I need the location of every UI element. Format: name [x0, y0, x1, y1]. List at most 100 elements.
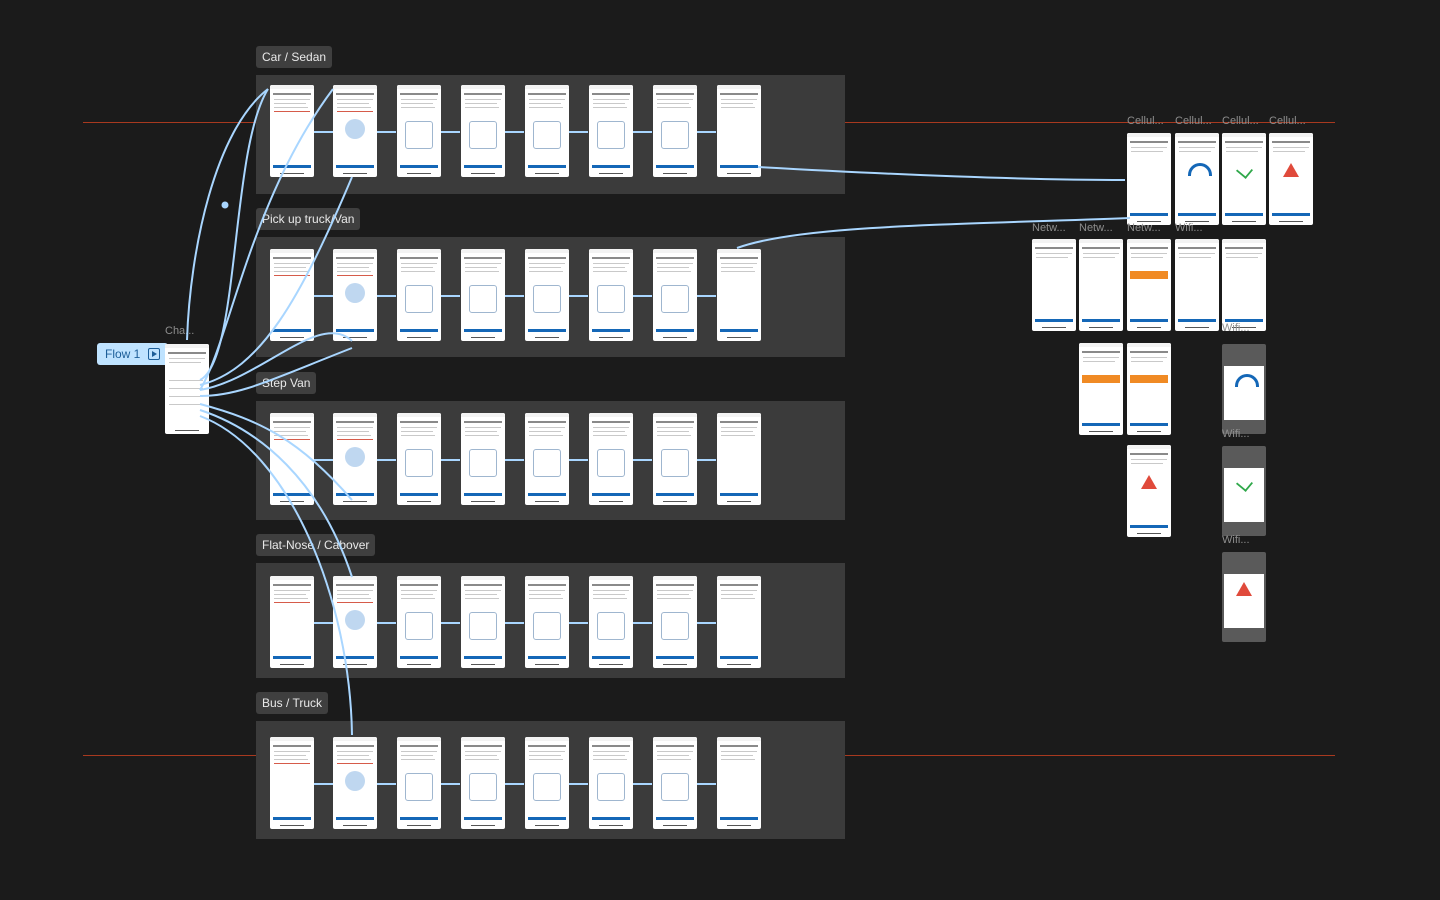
frame-connector — [441, 131, 460, 133]
frame-connector — [314, 622, 333, 624]
network-frame[interactable] — [1175, 239, 1219, 331]
screen-frame[interactable] — [717, 249, 761, 341]
frame-label: Cellul... — [1269, 115, 1306, 127]
cellular-frame[interactable] — [1127, 133, 1171, 225]
network-frame[interactable] — [1127, 239, 1171, 331]
vehicle-type-frame[interactable] — [165, 344, 209, 434]
screen-frame[interactable] — [653, 576, 697, 668]
frame-connector — [633, 622, 652, 624]
frame-connector — [377, 131, 396, 133]
network-frame[interactable] — [1222, 239, 1266, 331]
screen-frame[interactable] — [525, 576, 569, 668]
screen-frame[interactable] — [461, 576, 505, 668]
screen-frame[interactable] — [270, 737, 314, 829]
flow-start-chip[interactable]: Flow 1 — [97, 343, 169, 365]
screen-frame[interactable] — [525, 85, 569, 177]
wifi-frame[interactable] — [1222, 344, 1266, 434]
screen-frame[interactable] — [461, 85, 505, 177]
frame-connector — [697, 783, 716, 785]
screen-frame[interactable] — [653, 249, 697, 341]
screen-frame[interactable] — [397, 413, 441, 505]
cellular-frame[interactable] — [1222, 133, 1266, 225]
frame-connector — [697, 131, 716, 133]
frame-connector — [569, 131, 588, 133]
frame-label: Netw... — [1032, 222, 1066, 234]
screen-frame[interactable] — [717, 85, 761, 177]
section-label[interactable]: Bus / Truck — [256, 692, 329, 714]
frame-connector — [314, 295, 333, 297]
frame-connector — [505, 295, 524, 297]
screen-frame[interactable] — [525, 413, 569, 505]
screen-frame[interactable] — [270, 85, 314, 177]
network-frame[interactable] — [1079, 239, 1123, 331]
screen-frame[interactable] — [653, 413, 697, 505]
screen-frame[interactable] — [525, 737, 569, 829]
screen-frame[interactable] — [653, 737, 697, 829]
frame-label: Wifi... — [1222, 322, 1250, 334]
screen-frame[interactable] — [333, 249, 377, 341]
play-icon[interactable] — [148, 348, 161, 360]
frame-connector — [377, 783, 396, 785]
frame-label: Cellul... — [1127, 115, 1164, 127]
screen-frame[interactable] — [333, 737, 377, 829]
frame-connector — [633, 459, 652, 461]
screen-frame[interactable] — [461, 737, 505, 829]
screen-frame[interactable] — [333, 85, 377, 177]
screen-frame[interactable] — [333, 413, 377, 505]
screen-frame[interactable] — [717, 413, 761, 505]
network-frame[interactable] — [1032, 239, 1076, 331]
frame-connector — [377, 459, 396, 461]
frame-connector — [633, 295, 652, 297]
flow-label: Flow 1 — [105, 347, 141, 361]
screen-frame[interactable] — [397, 576, 441, 668]
frame-connector — [505, 131, 524, 133]
frame-connector — [569, 459, 588, 461]
cellular-frame[interactable] — [1269, 133, 1313, 225]
screen-frame[interactable] — [589, 737, 633, 829]
frame-connector — [633, 783, 652, 785]
frame-connector — [505, 459, 524, 461]
screen-frame[interactable] — [525, 249, 569, 341]
frame-connector — [633, 131, 652, 133]
frame-connector — [377, 622, 396, 624]
screen-frame[interactable] — [397, 249, 441, 341]
frame-connector — [377, 295, 396, 297]
network-frame[interactable] — [1079, 343, 1123, 435]
frame-label: Cellul... — [1175, 115, 1212, 127]
frame-connector — [441, 783, 460, 785]
screen-frame[interactable] — [717, 576, 761, 668]
frame-connector — [441, 295, 460, 297]
screen-frame[interactable] — [270, 576, 314, 668]
cellular-frame[interactable] — [1175, 133, 1219, 225]
wifi-frame[interactable] — [1222, 552, 1266, 642]
frame-connector — [569, 295, 588, 297]
frame-label: Netw... — [1127, 222, 1161, 234]
screen-frame[interactable] — [653, 85, 697, 177]
frame-connector — [697, 622, 716, 624]
section-label[interactable]: Car / Sedan — [256, 46, 333, 68]
frame-connector — [314, 783, 333, 785]
frame-label: Wifi... — [1222, 428, 1250, 440]
frame-connector — [314, 131, 333, 133]
wifi-frame[interactable] — [1222, 446, 1266, 536]
screen-frame[interactable] — [589, 413, 633, 505]
screen-frame[interactable] — [270, 249, 314, 341]
screen-frame[interactable] — [333, 576, 377, 668]
frame-connector — [441, 622, 460, 624]
frame-label: Cellul... — [1222, 115, 1259, 127]
screen-frame[interactable] — [461, 249, 505, 341]
screen-frame[interactable] — [397, 737, 441, 829]
screen-frame[interactable] — [589, 576, 633, 668]
frame-connector — [569, 783, 588, 785]
frame-connector — [569, 622, 588, 624]
section-label[interactable]: Flat-Nose / Cabover — [256, 534, 376, 556]
screen-frame[interactable] — [461, 413, 505, 505]
screen-frame[interactable] — [589, 249, 633, 341]
network-frame[interactable] — [1127, 343, 1171, 435]
network-frame[interactable] — [1127, 445, 1171, 537]
screen-frame[interactable] — [589, 85, 633, 177]
screen-frame[interactable] — [717, 737, 761, 829]
screen-frame[interactable] — [397, 85, 441, 177]
section-label[interactable]: Pick up truck/Van — [256, 208, 361, 230]
